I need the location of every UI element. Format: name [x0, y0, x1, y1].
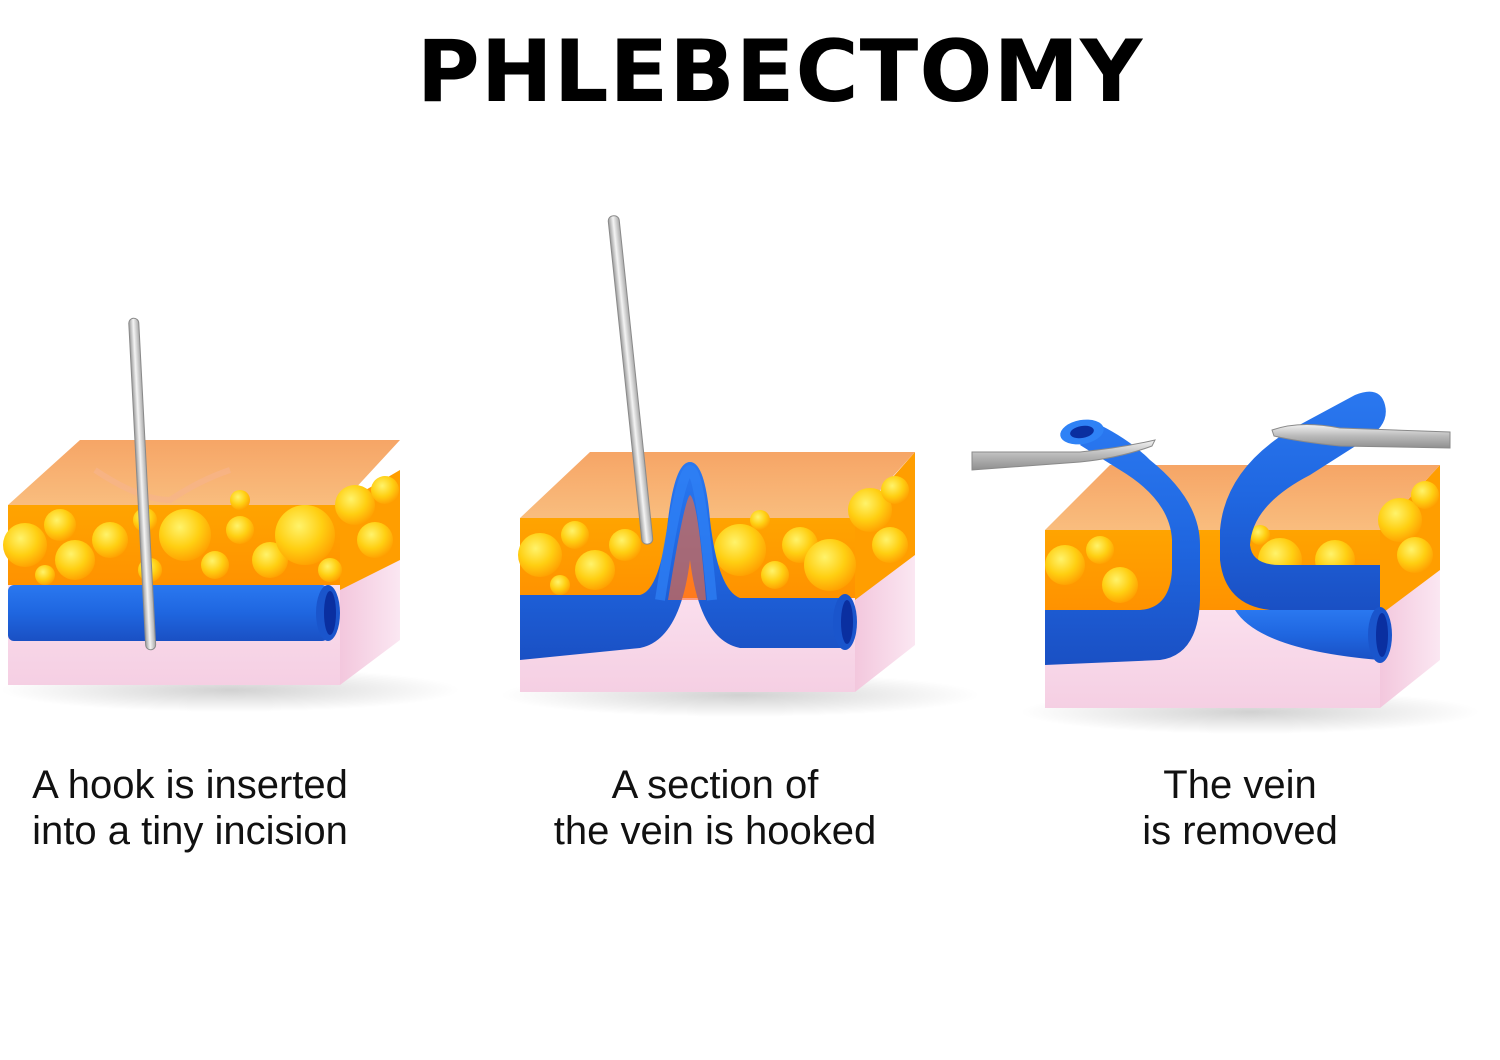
- step-2-caption: A section of the vein is hooked: [505, 762, 925, 854]
- step-2-line-2: the vein is hooked: [553, 809, 877, 853]
- forceps-icon: [1271, 423, 1451, 449]
- hook-instrument-icon: [607, 215, 654, 545]
- step-1-line-1: A hook is inserted: [32, 763, 348, 807]
- step-1-caption: A hook is inserted into a tiny incision: [0, 762, 400, 854]
- step-1-line-2: into a tiny incision: [32, 809, 348, 853]
- step-2-line-1: A section of: [611, 763, 819, 807]
- step-3-line-2: is removed: [1142, 809, 1338, 853]
- forceps-icon: [971, 439, 1156, 471]
- hook-instrument-icon: [128, 317, 157, 651]
- skin-block-2: [500, 215, 980, 717]
- skin-block-1: [0, 317, 460, 712]
- skin-block-3: [971, 391, 1480, 734]
- step-3-line-1: The vein: [1163, 763, 1317, 807]
- step-3-caption: The vein is removed: [1030, 762, 1450, 854]
- page-title: PHLEBECTOMY: [416, 22, 1144, 122]
